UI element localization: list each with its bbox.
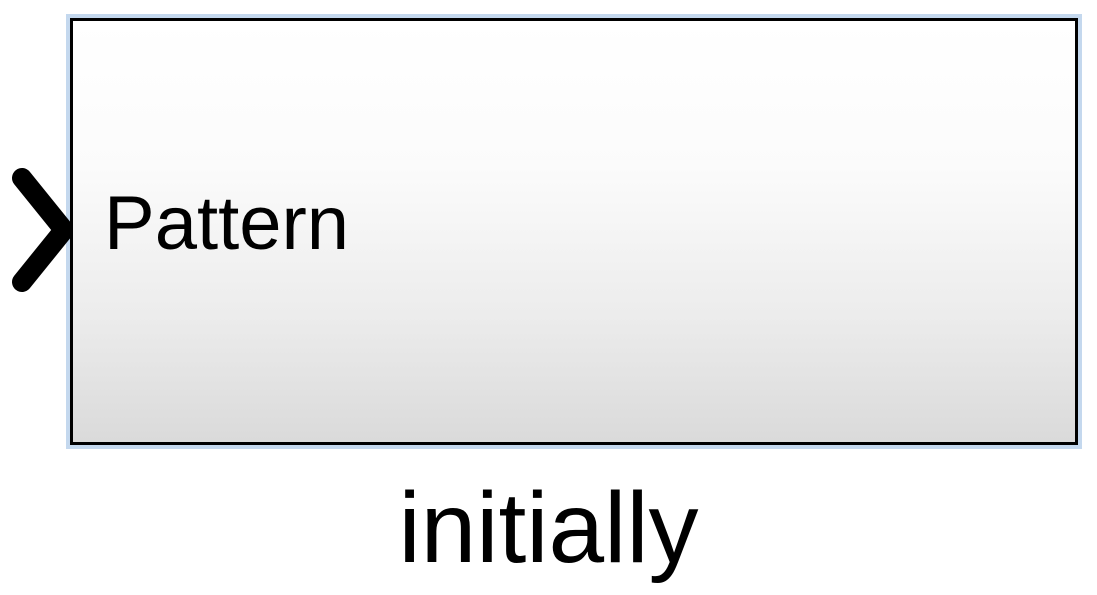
input-port-chevron-right-icon[interactable] (8, 166, 72, 296)
input-port-label: Pattern (104, 181, 350, 266)
subsystem-block[interactable] (70, 18, 1078, 445)
block-name-label[interactable]: initially (398, 472, 699, 584)
